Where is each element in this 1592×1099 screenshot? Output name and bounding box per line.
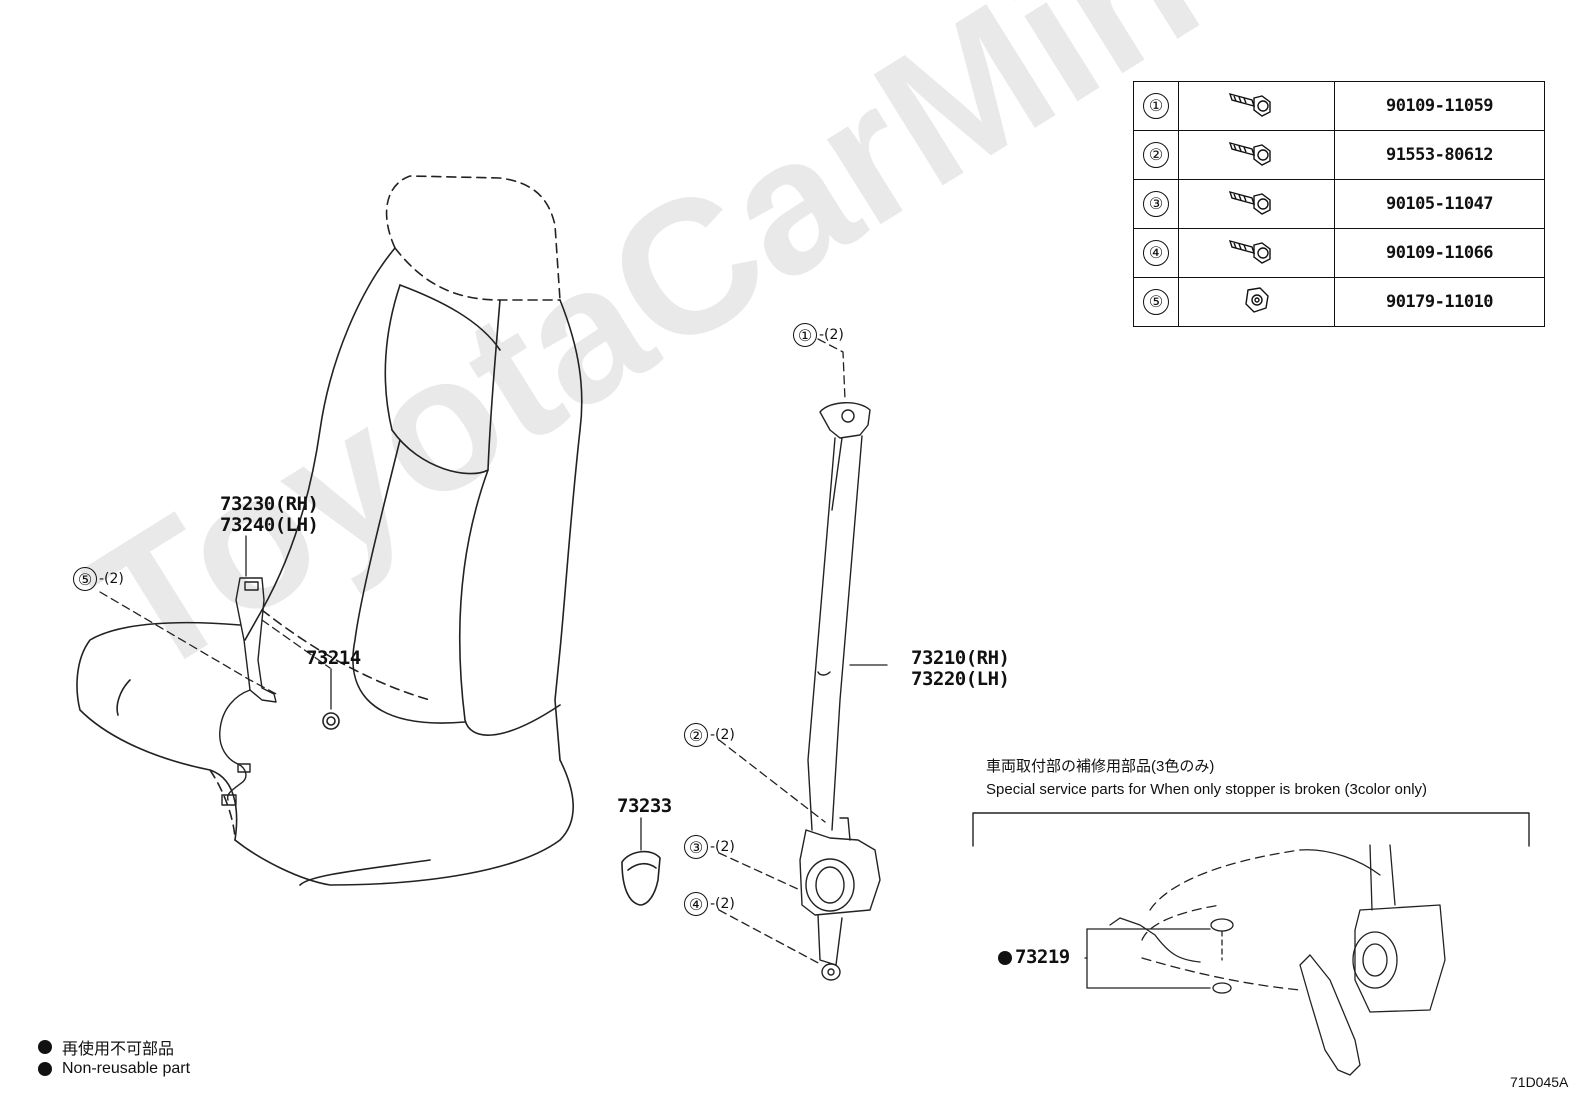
anchor-cover <box>621 850 661 906</box>
bolt-icon <box>1178 228 1335 278</box>
bolt-icon <box>1178 179 1335 229</box>
non-reusable-dot-icon <box>38 1040 52 1054</box>
part-ref-cell: ② <box>1133 130 1179 180</box>
part-ref-cell: ⑤ <box>1133 277 1179 327</box>
part-number: 90105-11047 <box>1334 179 1545 229</box>
fastener-parts-table: ① 90109-11059 ② 91553-80612 ③ 90105-11047 ④ 901… <box>1133 81 1545 327</box>
callout-qty: -(2) <box>99 571 124 587</box>
part-ref: ② <box>1143 142 1169 168</box>
callout-qty: -(2) <box>710 727 735 743</box>
service-note-en: Special service parts for When only stop… <box>986 781 1428 798</box>
leader-lines <box>245 535 888 851</box>
figure-code: 71D045A <box>1510 1074 1569 1090</box>
parts-table-row: ② 91553-80612 <box>1133 130 1545 180</box>
cap <box>322 712 340 730</box>
part-ref-cell: ④ <box>1133 228 1179 278</box>
callout-4: ④-(2) <box>684 892 735 916</box>
callout-qty: -(2) <box>710 839 735 855</box>
legend-jp-text: 再使用不可部品 <box>62 1041 175 1058</box>
callout-qty: -(2) <box>819 327 844 343</box>
label-belt-rh: 73210(RH) <box>911 647 1010 669</box>
part-ref: ③ <box>1143 191 1169 217</box>
legend-en-text: Non-reusable part <box>62 1060 191 1077</box>
callout-3: ③-(2) <box>684 835 735 859</box>
callout-ref: ① <box>793 323 817 347</box>
nut-icon <box>1178 277 1335 327</box>
bolt-icon <box>1178 81 1335 131</box>
callout-ref: ② <box>684 723 708 747</box>
seat-belt-buckle <box>219 577 277 806</box>
label-stopper-text: 73219 <box>1015 946 1070 968</box>
parts-table-row: ⑤ 90179-11010 <box>1133 277 1545 327</box>
part-number: 90109-11066 <box>1334 228 1545 278</box>
parts-table-row: ① 90109-11059 <box>1133 81 1545 131</box>
callout-5: ⑤-(2) <box>73 567 124 591</box>
service-note-jp: 車両取付部の補修用部品(3色のみ) <box>986 758 1215 775</box>
label-buckle-lh: 73240(LH) <box>220 514 319 536</box>
part-number: 91553-80612 <box>1334 130 1545 180</box>
service-parts-bracket <box>972 812 1530 847</box>
callout-ref: ⑤ <box>73 567 97 591</box>
parts-table-row: ③ 90105-11047 <box>1133 179 1545 229</box>
part-ref: ① <box>1143 93 1169 119</box>
label-belt-lh: 73220(LH) <box>911 668 1010 690</box>
callout-1: ①-(2) <box>793 323 844 347</box>
non-reusable-dot-icon <box>998 950 1012 965</box>
part-ref: ⑤ <box>1143 289 1169 315</box>
seat-outline <box>76 175 583 886</box>
bolt-icon <box>1178 130 1335 180</box>
part-number: 90179-11010 <box>1334 277 1545 327</box>
part-ref: ④ <box>1143 240 1169 266</box>
label-buckle-rh: 73230(RH) <box>220 493 319 515</box>
legend-en: Non-reusable part <box>38 1060 190 1078</box>
non-reusable-dot-icon <box>38 1062 52 1076</box>
service-detail <box>1084 844 1446 1076</box>
part-number: 90109-11059 <box>1334 81 1545 131</box>
label-stopper: 73219 <box>998 947 1070 968</box>
part-ref-cell: ① <box>1133 81 1179 131</box>
callout-2: ②-(2) <box>684 723 735 747</box>
parts-table-row: ④ 90109-11066 <box>1133 228 1545 278</box>
callout-ref: ③ <box>684 835 708 859</box>
label-cover: 73233 <box>617 795 672 817</box>
legend-jp: 再使用不可部品 <box>38 1035 174 1059</box>
callout-ref: ④ <box>684 892 708 916</box>
seat-belt-assembly <box>799 402 881 981</box>
part-ref-cell: ③ <box>1133 179 1179 229</box>
callout-qty: -(2) <box>710 896 735 912</box>
label-cap: 73214 <box>306 647 361 669</box>
